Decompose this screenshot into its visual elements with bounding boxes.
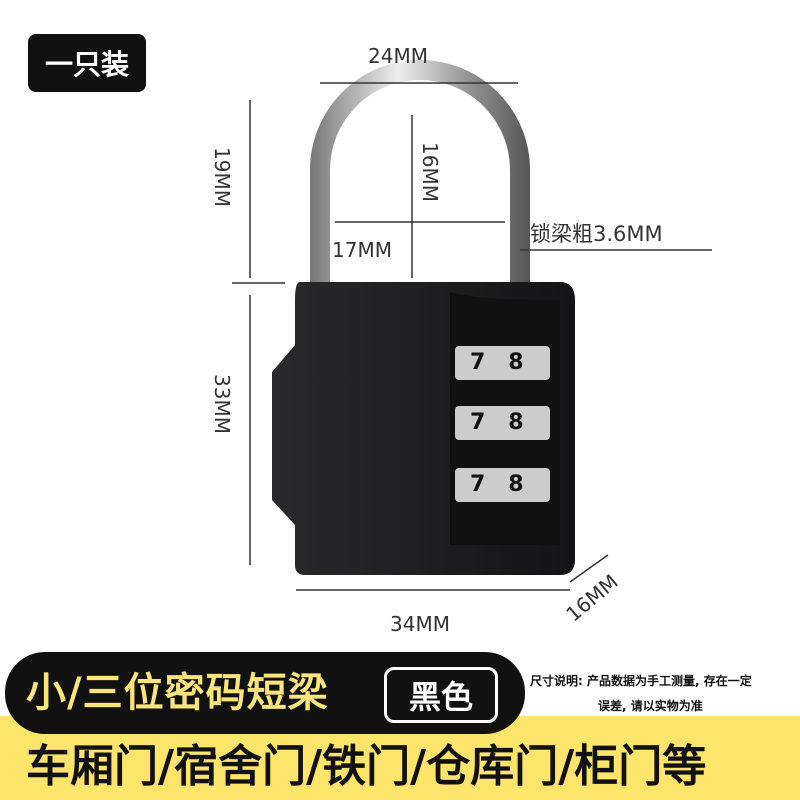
size-note-line2: 误差, 请以实物为准 bbox=[598, 699, 703, 713]
product-title: 小/三位密码短梁 bbox=[26, 670, 329, 716]
dial-1: 7 8 bbox=[470, 350, 524, 375]
dim-body-height: 33MM bbox=[209, 374, 234, 434]
dial-windows bbox=[455, 346, 550, 502]
padlock-illustration bbox=[232, 60, 712, 591]
size-note-line1: 尺寸说明: 产品数据为手工测量, 存在一定 bbox=[530, 674, 752, 688]
dim-shackle-inner-height: 16MM bbox=[417, 142, 442, 202]
dial-2: 7 8 bbox=[470, 410, 524, 435]
dim-shackle-thickness: 锁梁粗3.6MM bbox=[530, 222, 663, 246]
dim-body-width: 34MM bbox=[390, 612, 450, 636]
dial-3: 7 8 bbox=[470, 472, 524, 497]
color-tag: 黑色 bbox=[384, 667, 498, 723]
uses-text: 车厢门/宿舍门/铁门/仓库门/柜门等 bbox=[26, 741, 707, 792]
dim-inner-width: 17MM bbox=[332, 238, 392, 262]
quantity-badge: 一只装 bbox=[28, 34, 146, 92]
dim-shackle-height: 19MM bbox=[209, 147, 234, 207]
dim-shackle-width: 24MM bbox=[368, 44, 428, 68]
